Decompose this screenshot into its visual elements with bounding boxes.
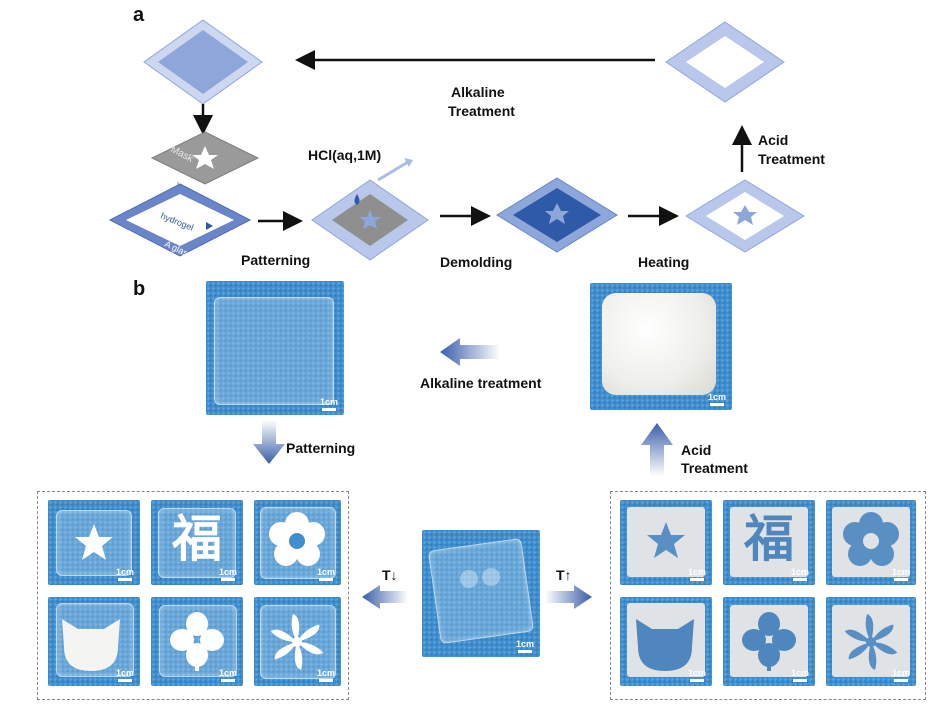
fu-character: 福 (172, 510, 222, 568)
blue-star-icon (647, 522, 685, 558)
photo-right-flower: 1cm (826, 500, 916, 585)
panel-a-letter: a (133, 4, 145, 26)
alkaline-gradient-arrow (440, 338, 500, 366)
blue-clover-icon (742, 612, 796, 671)
demolded-sheet (496, 177, 618, 253)
hcl-label: HCl(aq,1M) (308, 147, 381, 163)
white-flower-icon (269, 512, 325, 566)
alkaline-label-line1: Alkaline (451, 84, 505, 100)
scale-bar: 1cm (317, 668, 335, 682)
white-star-icon (75, 524, 113, 560)
photo-left-pinwheel: 1cm (254, 597, 341, 686)
photo-left-flower: 1cm (254, 500, 341, 585)
t-up-label: T↑ (556, 567, 572, 583)
white-clover-icon (170, 612, 224, 671)
blue-pinwheel-icon (844, 614, 898, 670)
alkaline-label-line2: Treatment (448, 103, 515, 119)
left-pattern-grid (37, 491, 349, 700)
patterning-b-label: Patterning (286, 440, 356, 456)
white-pinwheel-icon (270, 614, 324, 670)
hcl-sheet (311, 158, 429, 261)
t-down-gradient-arrow (362, 585, 408, 609)
heating-label: Heating (638, 254, 689, 270)
glass-pane: hydrogel A glass pane (108, 183, 252, 270)
scale-bar: 1cm (116, 668, 134, 682)
t-down-label: T↓ (382, 567, 398, 583)
t-up-gradient-arrow (545, 585, 592, 609)
scale-bar: 1cm (320, 397, 338, 411)
panel-a-diagram: Alkaline Treatment Mask hydrogel A glass… (108, 19, 825, 270)
photo-left-fu: 福 1cm (151, 500, 243, 585)
alkaline-treatment-label: Alkaline treatment (420, 375, 542, 391)
scale-bar: 1cm (791, 668, 809, 682)
scale-bar: 1cm (219, 668, 237, 682)
heated-sheet (685, 179, 805, 253)
patterning-label: Patterning (241, 252, 310, 268)
hydrogel-sheet-start (143, 19, 263, 105)
pointer-icon (206, 222, 213, 230)
scale-bar: 1cm (516, 639, 534, 653)
photo-transparent-hydrogel: 1cm (206, 281, 344, 415)
drop-icon (354, 194, 360, 205)
acid-b-label-line2: Treatment (681, 460, 748, 476)
mask-sheet: Mask (150, 131, 260, 185)
hcl-arrow (377, 160, 409, 182)
hcl-star-icon (359, 210, 381, 229)
photo-right-cat: 1cm (620, 597, 712, 686)
acid-label-line2: Treatment (758, 151, 825, 167)
photo-center-hydrogel: 1cm (422, 530, 540, 657)
scale-bar: 1cm (688, 567, 706, 581)
panel-b-letter: b (133, 278, 146, 300)
scale-bar: 1cm (708, 392, 726, 406)
demolding-label: Demolding (440, 254, 512, 270)
scale-bar: 1cm (892, 567, 910, 581)
photo-right-pinwheel: 1cm (826, 597, 916, 686)
photo-right-fu: 福 1cm (723, 500, 815, 585)
blue-cat-icon (636, 619, 694, 671)
scale-bar: 1cm (892, 668, 910, 682)
photo-left-star: 1cm (48, 500, 140, 585)
demolded-star-icon (545, 203, 569, 224)
scale-bar: 1cm (317, 567, 335, 581)
scale-bar: 1cm (688, 668, 706, 682)
scale-bar: 1cm (116, 567, 134, 581)
hydrogel-sheet-end (665, 21, 785, 103)
patterning-gradient-arrow (253, 420, 285, 464)
scale-bar: 1cm (219, 567, 237, 581)
blue-flower-icon (843, 512, 899, 566)
photo-left-cat: 1cm (48, 597, 140, 686)
photo-right-clover: 1cm (723, 597, 815, 686)
heated-star-icon (733, 205, 757, 225)
fu-character: 福 (744, 510, 794, 568)
photo-right-star: 1cm (620, 500, 712, 585)
right-pattern-grid (610, 491, 926, 700)
acid-b-label-line1: Acid (681, 442, 712, 458)
scale-bar: 1cm (791, 567, 809, 581)
photo-opaque-hydrogel: 1cm (590, 283, 732, 410)
acid-label-line1: Acid (758, 132, 788, 148)
mask-star-icon (192, 146, 218, 169)
panel-b-arrows (253, 338, 673, 609)
photo-left-clover: 1cm (151, 597, 243, 686)
white-cat-icon (62, 619, 120, 671)
acid-gradient-arrow (641, 423, 673, 476)
